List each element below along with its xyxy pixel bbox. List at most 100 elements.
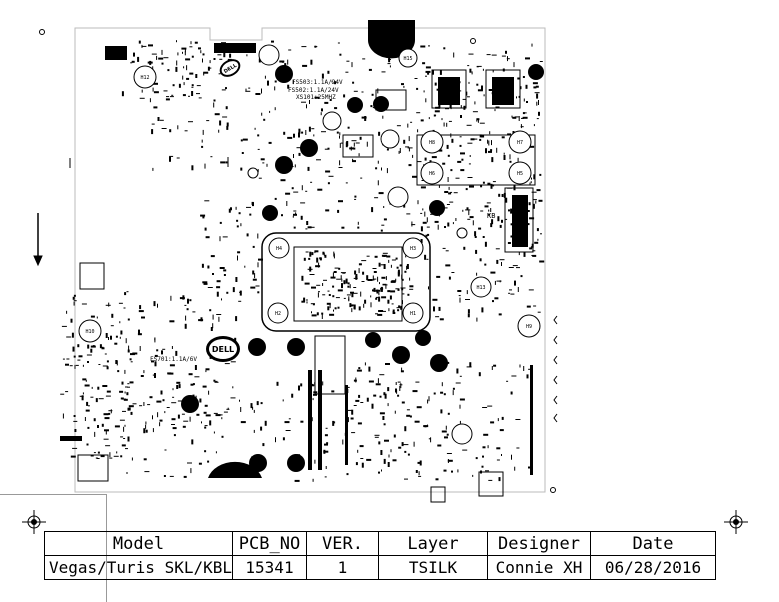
component-pad [130,62,133,64]
component-pad [130,361,133,363]
component-pad [401,442,404,447]
component-pad [526,374,529,379]
component-pad [119,321,121,324]
component-pad [204,404,208,407]
component-pad [501,194,504,197]
component-pad [477,89,483,92]
component-pad [218,316,220,322]
component-pad [342,439,344,445]
component-pad [322,283,324,286]
component-pad [469,216,474,219]
component-pad [93,418,96,422]
component-pad [337,42,340,44]
mounting-hole-label: H9 [526,324,532,330]
component-pad [353,287,357,288]
component-pad [105,395,111,397]
component-pad [487,405,493,407]
component-pad [225,161,228,164]
component-pad [181,413,185,415]
component-pad [398,305,401,308]
component-pad [414,78,418,79]
component-pad [411,224,416,226]
component-pad [139,346,141,351]
component-pad [120,397,124,400]
component-pad [111,313,114,318]
component-pad [251,201,254,205]
component-outlines [77,69,534,503]
component-pad [102,365,108,367]
component-pad [182,425,186,428]
component-pad [492,300,494,303]
component-pad [110,409,112,414]
component-pad [377,160,379,164]
component-pad [246,233,249,237]
component-pad [293,133,295,138]
component-pad [473,138,478,140]
component-pad [484,241,487,247]
component-pad [505,197,508,203]
component-pad [131,60,135,63]
component-pad [177,400,182,402]
component-pad [459,136,462,138]
mounting-hole-label: H1 [410,311,416,317]
component-pad [236,225,239,228]
component-pad [383,218,387,221]
component-pad [397,309,400,312]
mounting-hole-label: H3 [410,246,416,252]
component-pad [77,359,81,361]
component-pad [518,116,520,121]
component-pad [125,338,127,344]
mounting-hole-label: H12 [140,75,149,81]
component-pad [301,300,304,303]
component-pad [301,131,304,134]
component-pad [339,53,342,56]
component-pad [433,306,435,312]
component-pad [368,68,372,71]
component-pad [73,301,75,306]
fiducial-crosshair-icon [22,510,46,534]
component-pad [285,192,291,195]
component-pad [202,58,203,63]
component-pad [457,469,459,473]
component-pad [149,396,153,399]
component-pad [407,147,413,149]
component-pad [420,186,426,189]
component-pad [536,228,539,232]
component-pad [103,438,109,440]
component-pad [252,406,254,410]
title-block-value-row: Vegas/Turis SKL/KBL 15341 1 TSILK Connie… [44,555,716,580]
component-pad [443,469,447,472]
component-pad [378,131,381,136]
component-pad [329,304,331,309]
component-pad [511,375,517,377]
component-pad [96,316,98,319]
component-pad [398,446,402,449]
component-pad [176,40,177,43]
component-pad [287,59,289,65]
cpu-socket-outline [261,232,431,332]
component-pad [292,215,294,218]
component-pad [201,145,204,148]
component-pad [169,475,174,477]
component-pad [400,287,406,289]
component-pad [125,386,128,388]
component-pad [478,227,482,230]
component-pad [317,188,323,191]
component-pad [340,272,346,274]
component-pad [127,383,130,385]
component-pad [386,255,391,258]
component-pad [319,257,322,260]
component-pad [73,294,76,297]
component-pad [172,388,174,391]
component-pad [397,381,401,383]
component-pad [396,266,399,269]
component-pad [296,147,302,149]
component-pad [171,94,174,96]
component-pad [367,279,373,281]
component-pad [476,272,478,276]
component-pad [99,344,102,349]
component-pad [235,206,237,210]
component-pad [140,375,144,377]
component-pad [314,46,318,48]
component-pad [355,275,358,280]
